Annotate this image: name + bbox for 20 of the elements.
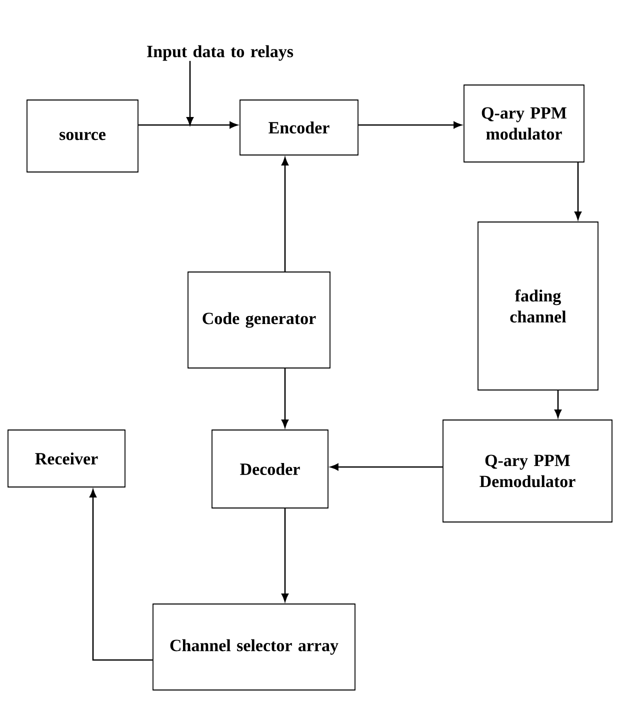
- block-box: Receiver: [8, 430, 126, 488]
- arrow: [138, 122, 238, 128]
- block-box: Decoder: [212, 430, 328, 508]
- arrow: [282, 368, 288, 428]
- arrow: [282, 508, 288, 602]
- arrow: [90, 489, 153, 661]
- arrow: [358, 122, 462, 128]
- block-box: Channel selector array: [152, 604, 356, 690]
- heading-text: Input data to relays: [147, 45, 294, 61]
- block-box: Q-ary PPM modulator: [464, 84, 584, 162]
- arrow: [574, 162, 582, 220]
- arrow: [186, 60, 194, 126]
- block-box: Encoder: [240, 100, 358, 156]
- arrow: [330, 464, 443, 470]
- block-box: Q-ary PPM Demodulator: [442, 420, 612, 522]
- arrow: [554, 390, 562, 418]
- block-box: fading channel: [478, 222, 598, 390]
- block-box: Code generator: [188, 272, 330, 368]
- arrow: [282, 157, 288, 272]
- block-box: source: [26, 100, 138, 172]
